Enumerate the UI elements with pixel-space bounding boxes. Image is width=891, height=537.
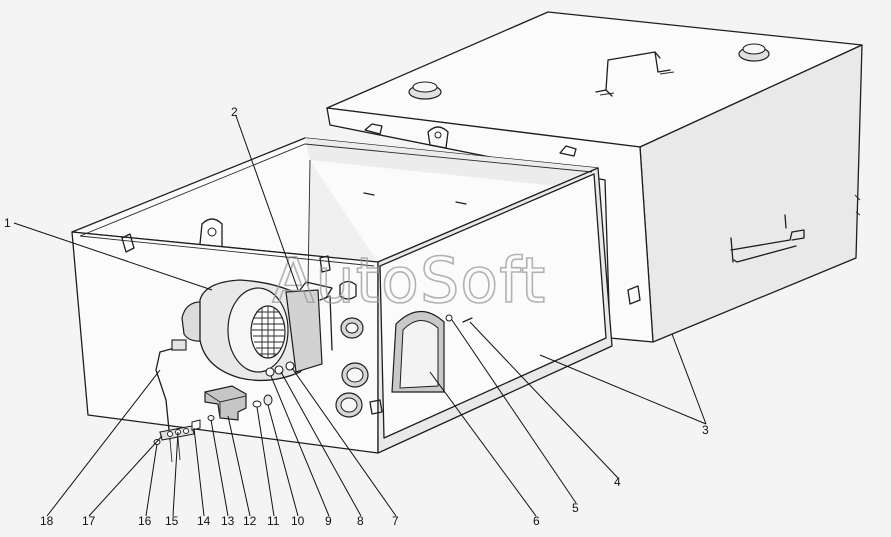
mounting-bracket-item-12 <box>204 385 247 421</box>
cable-gland-lower <box>335 392 363 418</box>
leader-12 <box>227 415 251 517</box>
lid-side-clip <box>627 285 641 305</box>
nut-item-10 <box>263 394 273 406</box>
screw-item-13 <box>207 415 215 421</box>
callout-11: 11 <box>267 514 280 528</box>
body-corner-bracket-right <box>319 255 331 273</box>
air-outlet-hood <box>391 310 445 393</box>
screw-item-5 <box>445 314 453 322</box>
leader-6 <box>429 371 537 517</box>
leader-16 <box>145 443 158 517</box>
lid-knob-left <box>408 81 442 100</box>
inner-stud <box>339 280 357 300</box>
callout-5: 5 <box>572 501 579 515</box>
cable-gland-upper <box>340 317 364 339</box>
lid-knob-right <box>738 43 770 62</box>
callout-1: 1 <box>4 216 11 230</box>
leader-15 <box>172 431 179 517</box>
callout-7: 7 <box>392 514 399 528</box>
clip-item-14 <box>191 419 201 431</box>
callout-numbers: 1 2 3 4 5 6 7 8 9 10 11 12 13 14 15 16 1… <box>4 105 709 528</box>
terminal-block-item-15 <box>159 425 195 463</box>
nut-item-9 <box>265 367 275 377</box>
lid-side-handle <box>730 214 805 263</box>
lid-latch-left <box>364 123 383 135</box>
callout-16: 16 <box>138 514 152 528</box>
callout-10: 10 <box>291 514 305 528</box>
callout-2: 2 <box>231 105 238 119</box>
leader-3b <box>671 333 707 425</box>
leader-14 <box>193 427 205 517</box>
callout-4: 4 <box>614 475 621 489</box>
callout-13: 13 <box>221 514 235 528</box>
callout-12: 12 <box>243 514 257 528</box>
leader-3a <box>539 354 707 425</box>
callout-18: 18 <box>40 514 54 528</box>
cable-connector <box>171 339 187 351</box>
body-front-clip <box>369 399 383 415</box>
cable-gland-middle <box>341 362 369 388</box>
leader-5 <box>451 319 577 504</box>
fan-impeller <box>250 305 286 359</box>
callout-14: 14 <box>197 514 211 528</box>
leader-11 <box>256 406 275 517</box>
callout-9: 9 <box>325 514 332 528</box>
lid-hook-tab <box>427 126 449 149</box>
watermark-text: AutoSoft <box>272 244 546 317</box>
body-mounting-tab <box>199 218 223 247</box>
leader-lines <box>13 115 707 517</box>
inner-slot-b <box>455 201 467 205</box>
callout-15: 15 <box>165 514 179 528</box>
body-corner-bracket-left <box>121 233 135 253</box>
leader-10 <box>267 404 299 517</box>
leader-17 <box>88 435 163 517</box>
leader-4 <box>469 321 619 479</box>
leader-8 <box>280 371 362 517</box>
leader-13 <box>210 419 229 517</box>
callout-6: 6 <box>533 514 540 528</box>
leader-9 <box>270 375 330 517</box>
washer-item-11 <box>252 400 262 408</box>
leader-2 <box>235 115 299 291</box>
fan-flange <box>285 289 323 373</box>
leader-18 <box>46 369 161 517</box>
lid-top-handle <box>595 51 671 97</box>
fan-heater-assembly <box>155 279 333 441</box>
leader-1 <box>13 222 213 291</box>
pin-item-4 <box>462 317 473 323</box>
callout-3: 3 <box>702 423 709 437</box>
lid-latch-right <box>559 145 577 157</box>
inner-slot-a <box>363 192 375 196</box>
leader-7 <box>291 367 397 517</box>
callout-17: 17 <box>82 514 96 528</box>
callout-8: 8 <box>357 514 364 528</box>
